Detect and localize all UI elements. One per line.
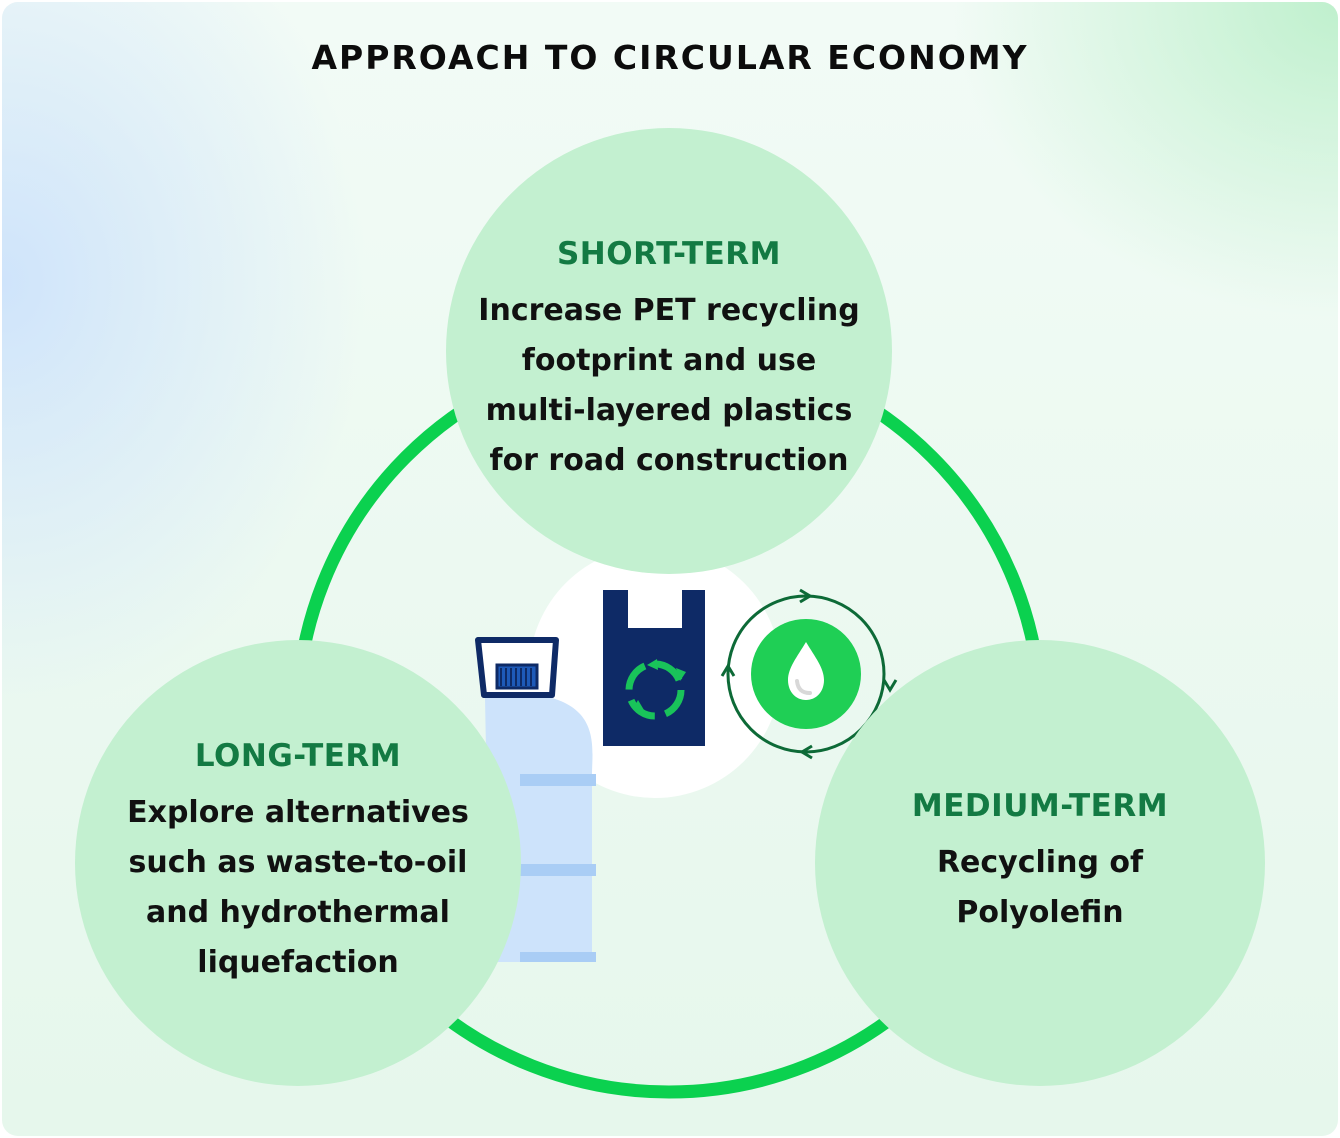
- medium-term-circle: MEDIUM-TERM Recycling of Polyolefin: [815, 640, 1265, 1086]
- long-term-circle: LONG-TERM Explore alternatives such as w…: [75, 640, 521, 1086]
- long-term-text: Explore alternatives such as waste-to-oi…: [127, 795, 469, 980]
- long-term-heading: LONG-TERM: [194, 738, 402, 774]
- short-term-heading: SHORT-TERM: [556, 236, 782, 272]
- short-term-text: Increase PET recycling footprint and use…: [478, 293, 860, 478]
- page-title: APPROACH TO CIRCULAR ECONOMY: [311, 38, 1029, 77]
- medium-term-heading: MEDIUM-TERM: [911, 788, 1169, 824]
- medium-term-text: Recycling of Polyolefin: [936, 845, 1144, 930]
- oil-drop-cycle-icon: [720, 588, 898, 760]
- short-term-circle: SHORT-TERM Increase PET recycling footpr…: [446, 128, 892, 574]
- recycling-bag-icon: [603, 590, 705, 746]
